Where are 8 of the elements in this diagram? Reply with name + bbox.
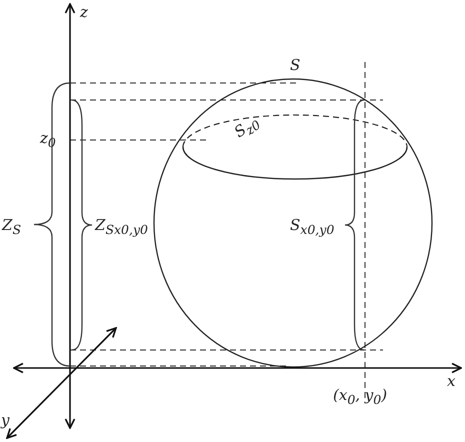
math-label: S$_{x0,y0}$ <box>290 218 334 236</box>
surface-label: S <box>290 58 300 73</box>
axis-label: y <box>1 413 10 428</box>
axis-label: x <box>447 374 456 389</box>
math-label: Z$_{S}$ <box>2 218 22 236</box>
math-label: (x$_{0}$, y$_{0}$) <box>333 388 388 406</box>
math-label: Z$_{Sx0,y0}$ <box>95 218 148 236</box>
axis-label: z <box>80 5 88 20</box>
